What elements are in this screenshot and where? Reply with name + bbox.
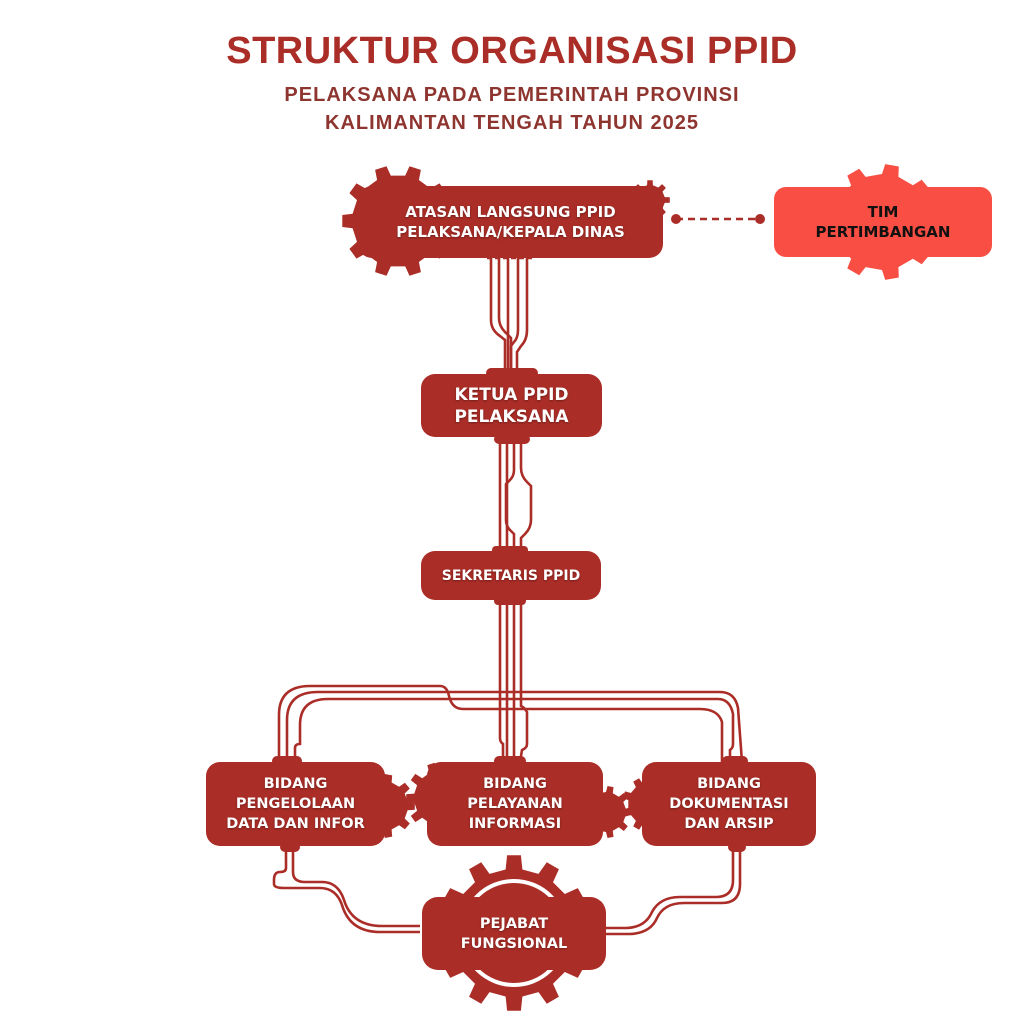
node-box-sekretaris [421, 551, 601, 600]
node-box-bidang2 [427, 762, 603, 846]
node-box-atasan [358, 186, 663, 258]
edge-sekretaris-bidang [277, 600, 744, 763]
node-ketua[interactable]: KETUA PPID PELAKSANA [454, 384, 569, 427]
page-title: STRUKTUR ORGANISASI PPID [226, 30, 798, 72]
node-bidang-pengelolaan[interactable]: BIDANG PENGELOLAAN DATA DAN INFOR [226, 776, 365, 832]
node-box-bidang3 [642, 762, 816, 846]
node-box-bidang1 [206, 762, 385, 846]
subtitle-line-1: PELAKSANA PADA PEMERINTAH PROVINSI [284, 84, 740, 106]
node-shapes [206, 186, 992, 970]
node-box-tim [774, 187, 992, 257]
node-tim-pertimbangan[interactable]: TIM PERTIMBANGAN [815, 203, 951, 241]
node-sekretaris[interactable]: SEKRETARIS PPID [441, 567, 581, 584]
subtitle-line-2: KALIMANTAN TENGAH TAHUN 2025 [325, 112, 699, 134]
node-pejabat-fungsional[interactable]: PEJABAT FUNGSIONAL [460, 915, 568, 952]
node-box-pejabat [422, 897, 606, 970]
edge-bidang1-pejabat [272, 847, 420, 934]
node-bidang-dokumentasi[interactable]: BIDANG DOKUMENTASI DAN ARSIP [669, 776, 789, 832]
node-atasan[interactable]: ATASAN LANGSUNG PPID PELAKSANA/KEPALA DI… [396, 203, 625, 241]
edge-atasan-ketua [487, 256, 533, 372]
connectors [272, 256, 744, 936]
edge-bidang3-pejabat [606, 847, 742, 936]
node-bidang-pelayanan[interactable]: BIDANG PELAYANAN INFORMASI [467, 776, 563, 832]
node-box-ketua [421, 374, 602, 437]
edge-ketua-sekretaris [498, 437, 533, 552]
edge-atasan-tim [671, 214, 765, 224]
